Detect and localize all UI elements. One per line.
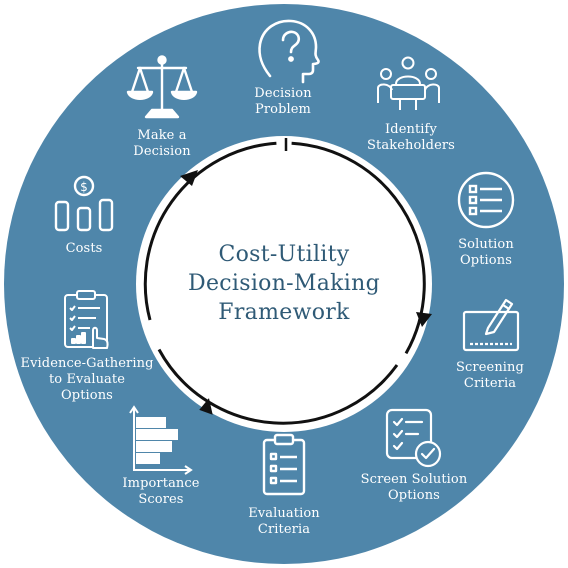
- step-label-solution-options: Solution Options: [458, 237, 514, 269]
- step-line: Screen Solution: [360, 472, 468, 487]
- step-label-evaluation-criteria: Evaluation Criteria: [248, 506, 319, 538]
- step-line: Decision: [254, 86, 312, 101]
- dollar-glyph: $: [80, 180, 88, 194]
- step-line: Options: [61, 388, 113, 403]
- step-label-evidence-gathering: Evidence-Gathering to Evaluate Options: [20, 356, 153, 404]
- clipboard-chart-icon: [64, 290, 109, 349]
- step-line: Solution: [458, 237, 514, 252]
- cycle-arrow-right: [416, 312, 432, 327]
- step-line: Scores: [138, 492, 184, 507]
- step-line: Identify: [385, 122, 437, 137]
- step-line: Criteria: [463, 376, 517, 391]
- step-line: Evidence-Gathering: [20, 356, 154, 371]
- step-line: Problem: [254, 102, 311, 117]
- step-label-make-a-decision: Make a Decision: [133, 128, 190, 160]
- step-line: Options: [388, 488, 440, 503]
- step-line: Decision: [133, 144, 191, 159]
- center-title-line3: Framework: [218, 300, 350, 325]
- step-line: Criteria: [257, 522, 311, 537]
- cycle-arrow-bottom: [199, 398, 213, 415]
- coin-bars-icon: [54, 175, 114, 232]
- step-label-decision-problem: Decision Problem: [254, 86, 311, 118]
- inner-circle: [136, 136, 432, 432]
- step-label-importance-scores: Importance Scores: [122, 476, 199, 508]
- step-line: Options: [460, 253, 512, 268]
- center-title-line2: Decision-Making: [188, 271, 380, 296]
- step-label-screen-solution-options: Screen Solution Options: [361, 472, 468, 504]
- bar-chart-icon: [129, 405, 193, 475]
- step-line: Costs: [65, 241, 103, 256]
- cycle-arrow-top-left: [180, 170, 198, 186]
- people-table-icon: [377, 56, 440, 110]
- step-label-screening-criteria: Screening Criteria: [456, 360, 524, 392]
- step-line: Screening: [456, 360, 524, 375]
- step-label-identify-stakeholders: Identify Stakeholders: [367, 122, 455, 154]
- center-title-line1: Cost-Utility: [218, 242, 350, 267]
- step-line: Importance: [122, 476, 200, 491]
- scales-icon: [126, 55, 198, 119]
- step-line: to Evaluate: [48, 372, 126, 387]
- step-line: Evaluation: [248, 506, 320, 521]
- clipboard-list-icon: [262, 433, 306, 496]
- pen-board-icon: [462, 298, 520, 352]
- step-label-costs: Costs: [66, 241, 103, 257]
- step-line: Make a: [137, 128, 187, 143]
- head-question-icon: [258, 19, 320, 84]
- center-title: Cost-Utility Decision-Making Framework: [188, 240, 380, 327]
- checklist-check-icon: [385, 408, 442, 468]
- step-line: Stakeholders: [367, 138, 455, 153]
- list-circle-icon: [457, 171, 515, 229]
